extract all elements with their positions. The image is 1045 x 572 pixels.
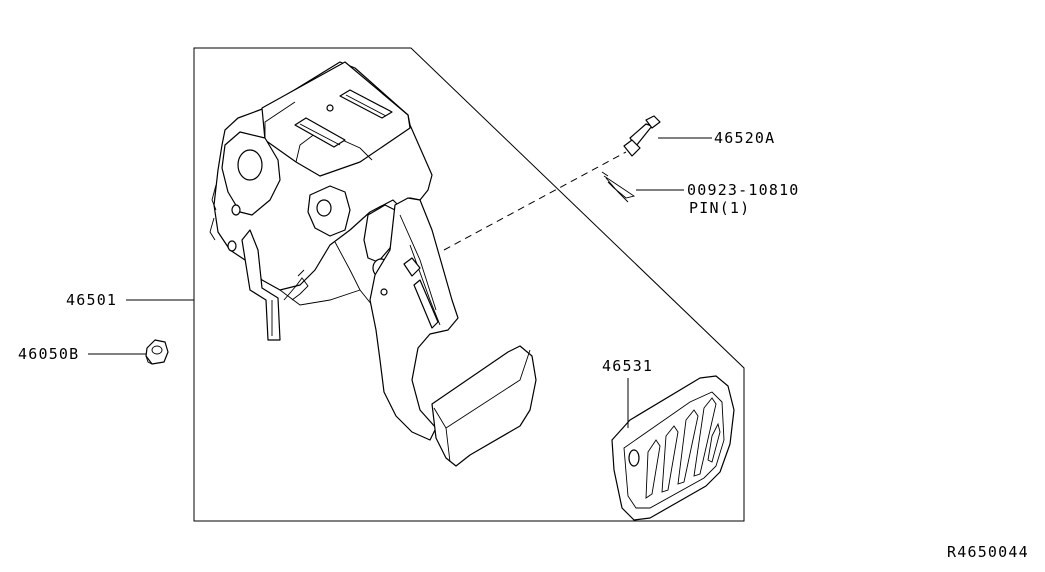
nut-46050b <box>145 339 169 365</box>
pin-00923-10810 <box>601 171 636 203</box>
callout-00923-10810: 00923-10810 <box>687 181 800 199</box>
bolt-46520a <box>623 115 661 157</box>
pedal-pad-46531 <box>611 375 735 521</box>
diagram-id: R4650044 <box>947 543 1029 561</box>
callout-46501: 46501 <box>66 291 117 309</box>
assembly-boundary <box>193 47 745 522</box>
callout-46531: 46531 <box>602 357 653 375</box>
callout-46520a: 46520A <box>714 129 775 147</box>
callout-pin-qty: PIN(1) <box>689 199 750 217</box>
pedal-bracket-assembly <box>209 61 537 467</box>
assembly-dash-line <box>443 151 627 251</box>
callout-46050b: 46050B <box>18 345 79 363</box>
